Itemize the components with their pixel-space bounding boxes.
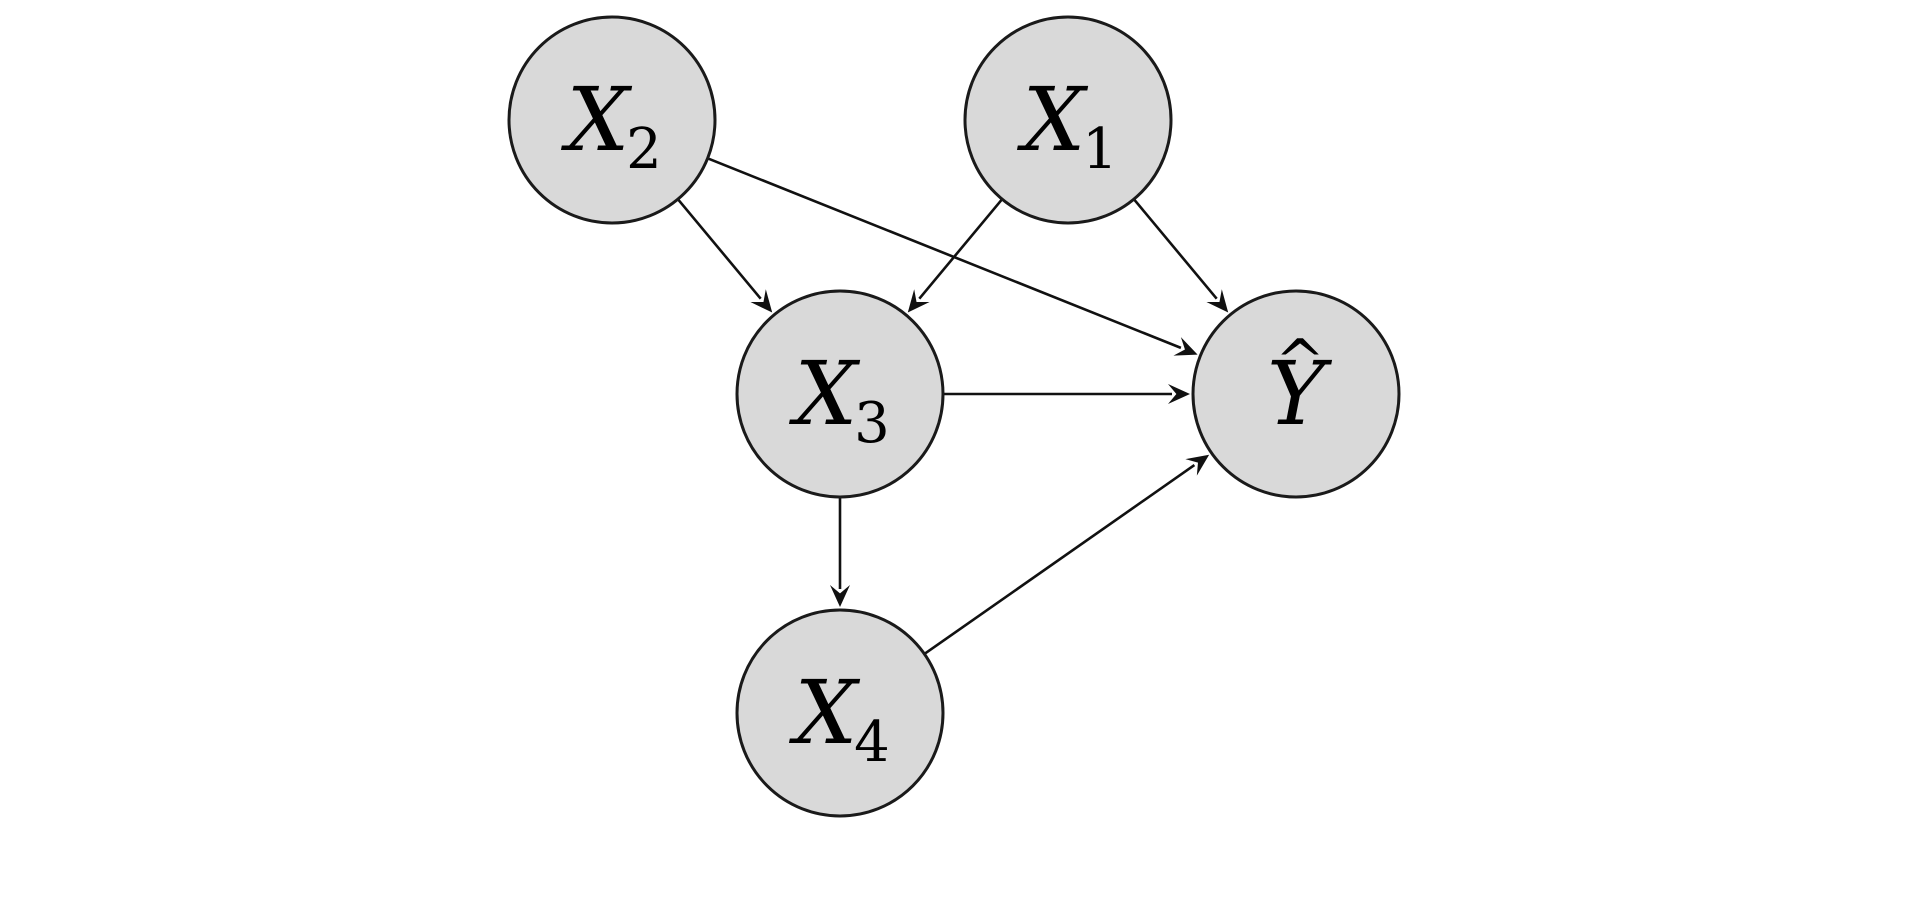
- arrowhead: [830, 585, 850, 607]
- node-x2: X2: [507, 15, 717, 225]
- node-label-subscript: 3: [854, 391, 890, 456]
- arrowhead: [907, 289, 930, 313]
- edge-x4-to-yhat: [923, 454, 1210, 656]
- node-label-subscript: 2: [626, 117, 662, 182]
- arrowhead: [750, 289, 773, 313]
- edge-x3-to-x4: [830, 497, 850, 607]
- edge-line: [923, 464, 1196, 656]
- node-label-variable: Y: [1267, 342, 1333, 445]
- node-yhat: Y^: [1191, 289, 1401, 499]
- arrowhead: [1168, 384, 1190, 404]
- node-label-hat-accent: ^: [1275, 327, 1325, 397]
- node-circle: [735, 289, 945, 499]
- edge-line: [918, 198, 1004, 300]
- node-label-subscript: 1: [1082, 117, 1118, 182]
- node-circle: [1191, 289, 1401, 499]
- edge-x3-to-yhat: [943, 384, 1190, 404]
- edge-line: [707, 157, 1182, 350]
- node-label-variable: X: [561, 68, 633, 171]
- arrowhead: [1206, 289, 1229, 313]
- node-label-variable: X: [1017, 68, 1089, 171]
- edge-line: [1132, 198, 1218, 300]
- node-circle: [735, 608, 945, 818]
- node-circle: [507, 15, 717, 225]
- edge-x2-to-x3: [676, 198, 773, 313]
- node-x1: X1: [963, 15, 1173, 225]
- node-label-variable: X: [789, 342, 861, 445]
- edge-x1-to-x3: [907, 198, 1004, 313]
- node-label-variable: X: [789, 661, 861, 764]
- node-x3: X3: [735, 289, 945, 499]
- edge-line: [676, 198, 762, 300]
- node-circle: [963, 15, 1173, 225]
- node-x4: X4: [735, 608, 945, 818]
- edge-x2-to-yhat: [707, 157, 1198, 356]
- arrowhead: [1185, 454, 1210, 476]
- arrowhead: [1173, 337, 1198, 356]
- edge-x1-to-yhat: [1132, 198, 1229, 313]
- edges-layer: [676, 157, 1229, 656]
- node-label-subscript: 4: [854, 710, 890, 775]
